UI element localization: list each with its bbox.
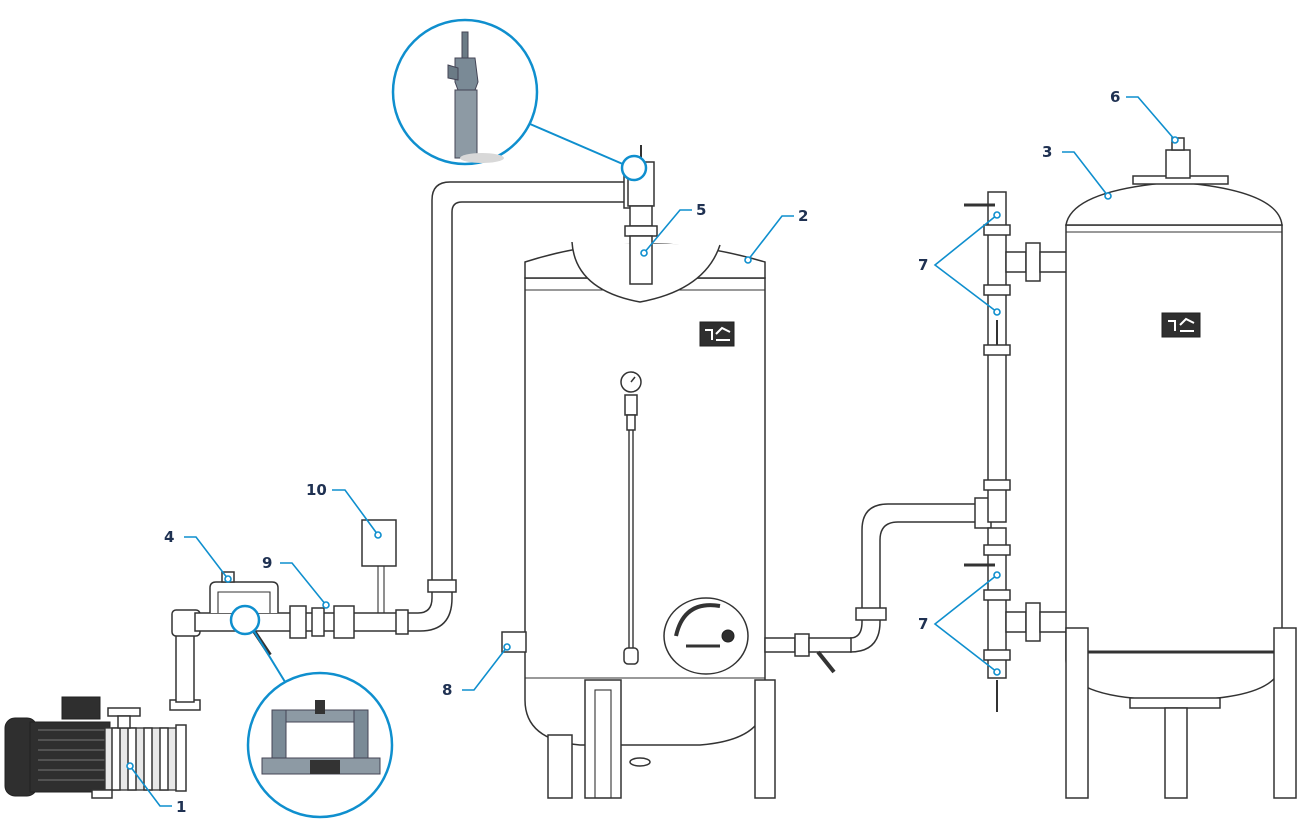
callout-5: 5 <box>640 201 706 257</box>
callout-4-label: 4 <box>164 528 174 546</box>
callout-1-label: 1 <box>176 798 186 816</box>
callout-7-upper: 7 <box>918 211 1001 316</box>
callout-9-label: 9 <box>262 554 272 572</box>
brand-logo-icon <box>699 321 735 347</box>
callout-2-label: 2 <box>798 207 808 225</box>
callout-10: 10 <box>306 481 382 539</box>
callout-5-label: 5 <box>696 201 706 219</box>
tank-3 <box>1065 137 1297 799</box>
callouts: 1 2 3 4 5 6 <box>126 88 1179 816</box>
pressure-gauge-icon <box>620 371 642 393</box>
callout-7-lower: 7 <box>918 571 1001 676</box>
callout-10-label: 10 <box>306 481 327 499</box>
callout-3: 3 <box>1042 143 1112 200</box>
air-valve-detail-icon <box>391 18 648 182</box>
callout-9: 9 <box>262 554 330 609</box>
bypass-detail-icon <box>229 604 394 819</box>
callout-8-label: 8 <box>442 681 452 699</box>
feed-piping <box>171 519 409 657</box>
transfer-pipe <box>764 497 992 674</box>
callout-7b-label: 7 <box>918 615 928 633</box>
callout-2: 2 <box>744 207 808 264</box>
callout-8: 8 <box>442 643 511 699</box>
callout-7a-label: 7 <box>918 256 928 274</box>
pump <box>4 629 201 799</box>
callout-6-label: 6 <box>1110 88 1120 106</box>
callout-1: 1 <box>126 762 186 816</box>
callout-3-label: 3 <box>1042 143 1052 161</box>
callout-6: 6 <box>1110 88 1179 144</box>
brand-logo-icon-2 <box>1161 312 1201 338</box>
sight-manifold <box>964 191 1069 712</box>
callout-4: 4 <box>164 528 232 583</box>
tank-2 <box>501 235 776 799</box>
